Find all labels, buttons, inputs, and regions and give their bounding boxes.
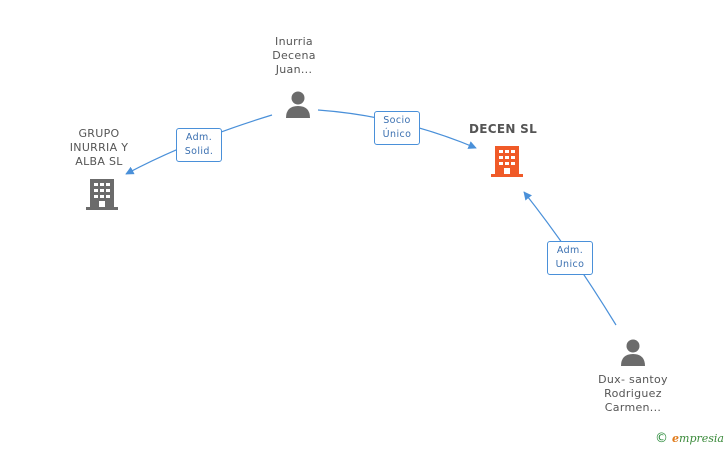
- person-icon-bottom[interactable]: [618, 338, 648, 368]
- building-icon[interactable]: [86, 177, 118, 211]
- brand-logo: empresia: [672, 432, 724, 445]
- person-icon[interactable]: [283, 90, 313, 120]
- footer-brand: © empresia: [655, 431, 724, 446]
- company-left-label[interactable]: GRUPO INURRIA Y ALBA SL: [69, 127, 129, 168]
- company-main-label[interactable]: DECEN SL: [468, 122, 538, 136]
- building-icon-main[interactable]: [491, 144, 523, 178]
- person-bottom-label[interactable]: Dux- santoy Rodriguez Carmen...: [598, 373, 668, 414]
- edge-label-adm-unico[interactable]: Adm. Unico: [547, 241, 593, 275]
- person-top-label[interactable]: Inurria Decena Juan...: [272, 35, 316, 76]
- copyright-icon: ©: [655, 431, 669, 446]
- edge-label-socio-unico[interactable]: Socio Único: [374, 111, 420, 145]
- edge-label-adm-solid[interactable]: Adm. Solid.: [176, 128, 222, 162]
